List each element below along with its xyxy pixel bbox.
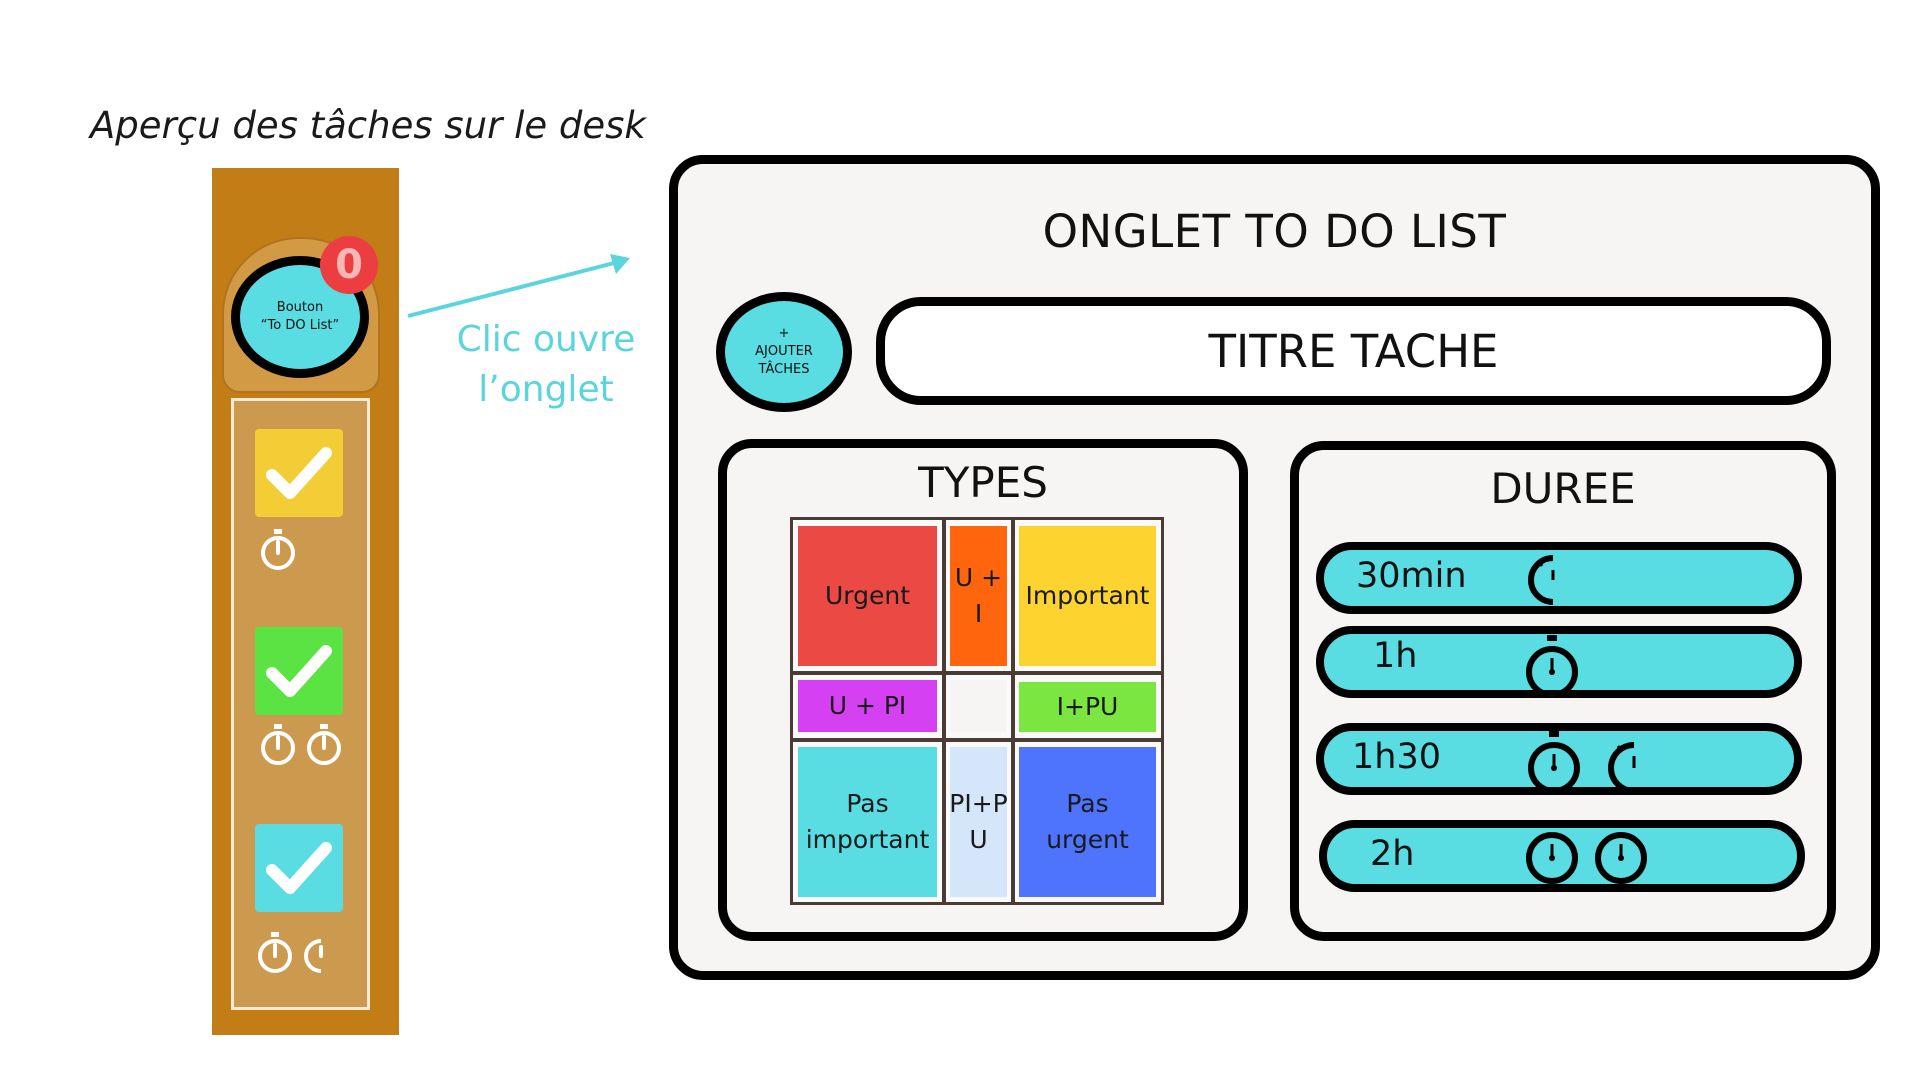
duration-label: 30min <box>1356 556 1467 596</box>
type-important-not-urgent[interactable]: I+PU <box>1019 682 1156 732</box>
task-preview-list <box>231 398 370 1010</box>
types-title: TYPES <box>918 458 1048 507</box>
task-duration-icons <box>258 528 298 572</box>
arrow-icon <box>407 254 630 318</box>
type-center <box>950 680 1007 732</box>
duration-option-30min[interactable] <box>1316 542 1802 614</box>
duration-label: 1h <box>1373 636 1418 676</box>
type-urgent[interactable]: Urgent <box>798 526 937 666</box>
task-duration-icons <box>258 723 344 767</box>
half-stopwatch-icon <box>304 939 323 973</box>
stopwatch-icon <box>258 932 292 973</box>
task-check-cyan[interactable] <box>255 824 343 912</box>
preview-caption: Aperçu des tâches sur le desk <box>90 104 646 147</box>
stopwatch-icon <box>1528 731 1580 794</box>
duration-label: 1h30 <box>1352 737 1441 777</box>
stopwatch-icon <box>307 724 341 765</box>
grid-divider <box>793 738 1161 742</box>
type-urgent-important[interactable]: U + I <box>950 526 1007 666</box>
type-not-important-not-urgent[interactable]: PI+P U <box>949 747 1008 897</box>
add-task-label: + AJOUTER TÂCHES <box>755 326 813 377</box>
tab-title: ONGLET TO DO LIST <box>1042 205 1507 258</box>
half-stopwatch-icon <box>1608 742 1636 794</box>
todo-list-button[interactable]: Bouton “To DO List” <box>231 256 369 378</box>
stopwatch-icon <box>1526 635 1578 698</box>
grid-divider <box>793 671 1161 675</box>
task-check-yellow[interactable] <box>255 429 343 517</box>
checkmark-icon <box>266 447 332 499</box>
checkmark-icon <box>266 842 332 894</box>
stopwatch-icon <box>261 724 295 765</box>
checkmark-icon <box>266 645 332 697</box>
todo-list-button-label: Bouton “To DO List” <box>260 300 340 333</box>
duration-title: DUREE <box>1490 464 1636 513</box>
task-duration-icons <box>255 931 325 975</box>
grid-divider <box>1011 520 1015 902</box>
type-important[interactable]: Important <box>1019 526 1156 666</box>
type-not-urgent[interactable]: Pas urgent <box>1019 747 1156 897</box>
task-title-field[interactable]: TITRE TACHE <box>876 297 1831 405</box>
task-check-green[interactable] <box>255 627 343 715</box>
duration-label: 2h <box>1370 834 1415 874</box>
grid-divider <box>942 520 946 902</box>
stopwatch-icon <box>261 529 295 570</box>
stopwatch-icon <box>1595 821 1647 884</box>
notification-badge: 0 <box>320 236 378 294</box>
stopwatch-icon <box>1526 821 1578 884</box>
add-task-button[interactable]: + AJOUTER TÂCHES <box>716 292 852 412</box>
type-urgent-not-important[interactable]: U + PI <box>798 680 937 732</box>
type-not-important[interactable]: Pas important <box>798 747 937 897</box>
half-stopwatch-icon <box>1528 555 1555 605</box>
arrow-caption: Clic ouvre l’onglet <box>456 319 636 410</box>
types-matrix: Urgent U + I Important U + PI I+PU Pas i… <box>790 517 1164 905</box>
